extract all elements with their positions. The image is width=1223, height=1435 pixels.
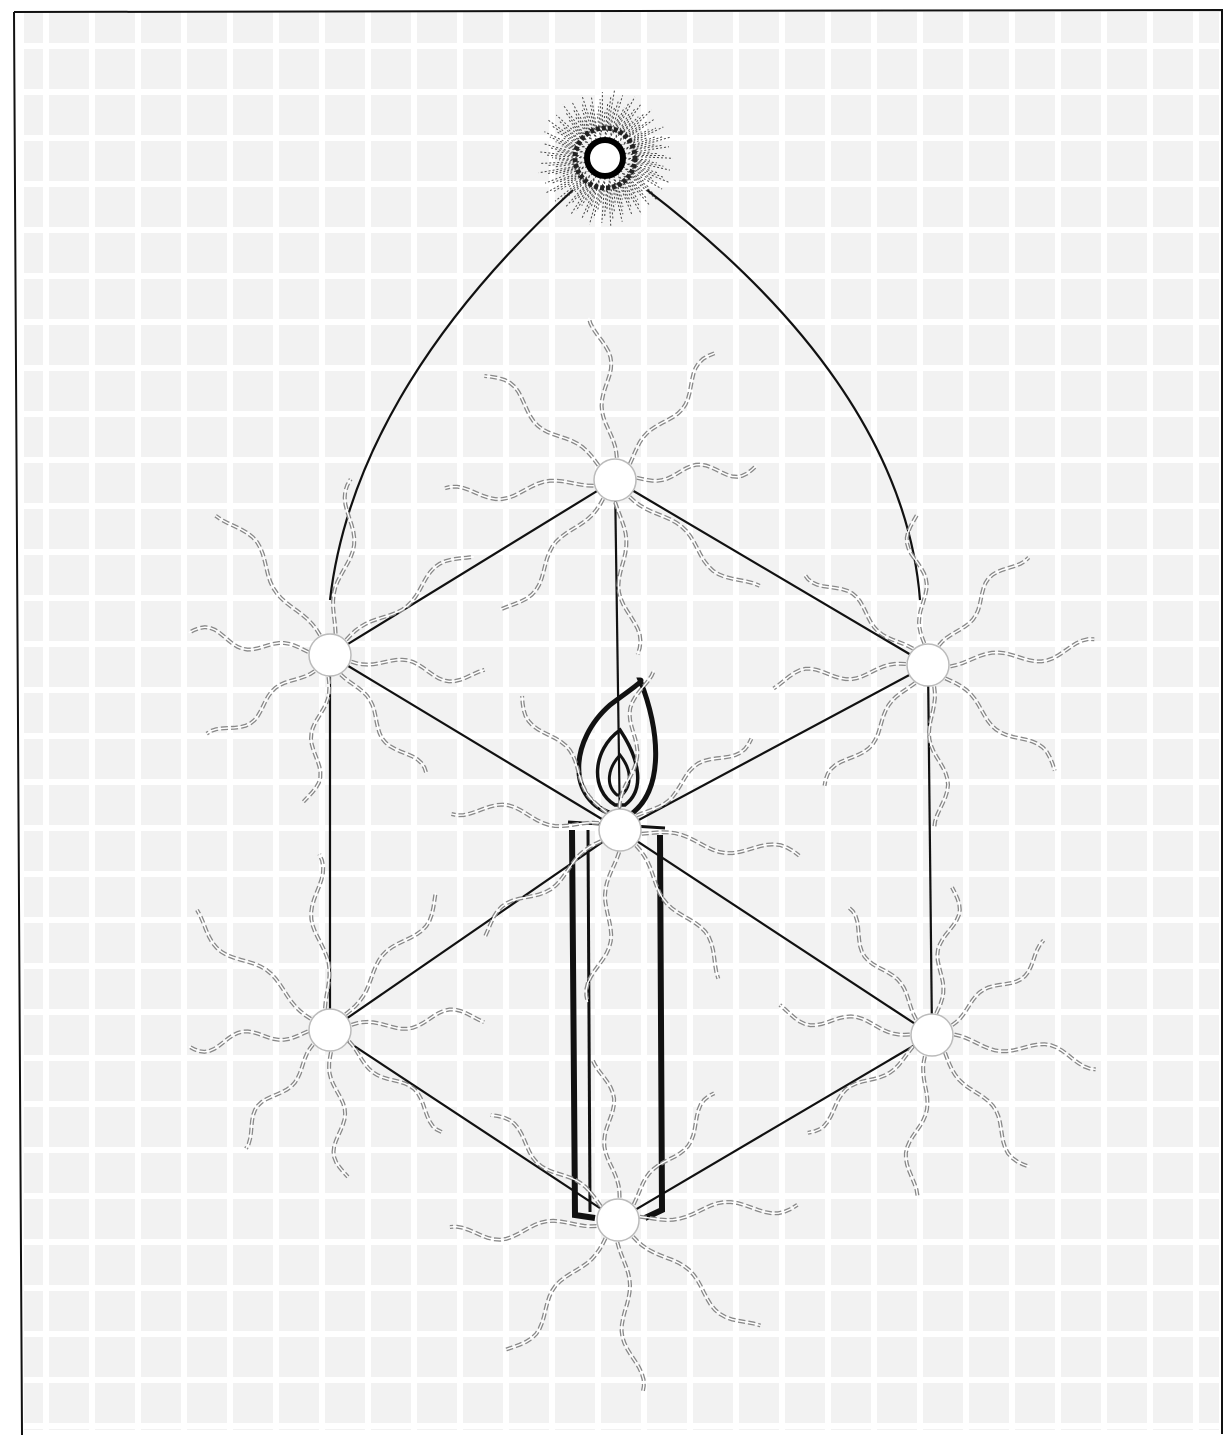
node-circle <box>599 809 641 851</box>
node-circle <box>597 1199 639 1241</box>
node-circle <box>907 644 949 686</box>
node-circle <box>309 1009 351 1051</box>
top-node-circle <box>587 140 623 176</box>
node-circle <box>911 1014 953 1056</box>
node-circle <box>594 459 636 501</box>
node-circle <box>309 634 351 676</box>
